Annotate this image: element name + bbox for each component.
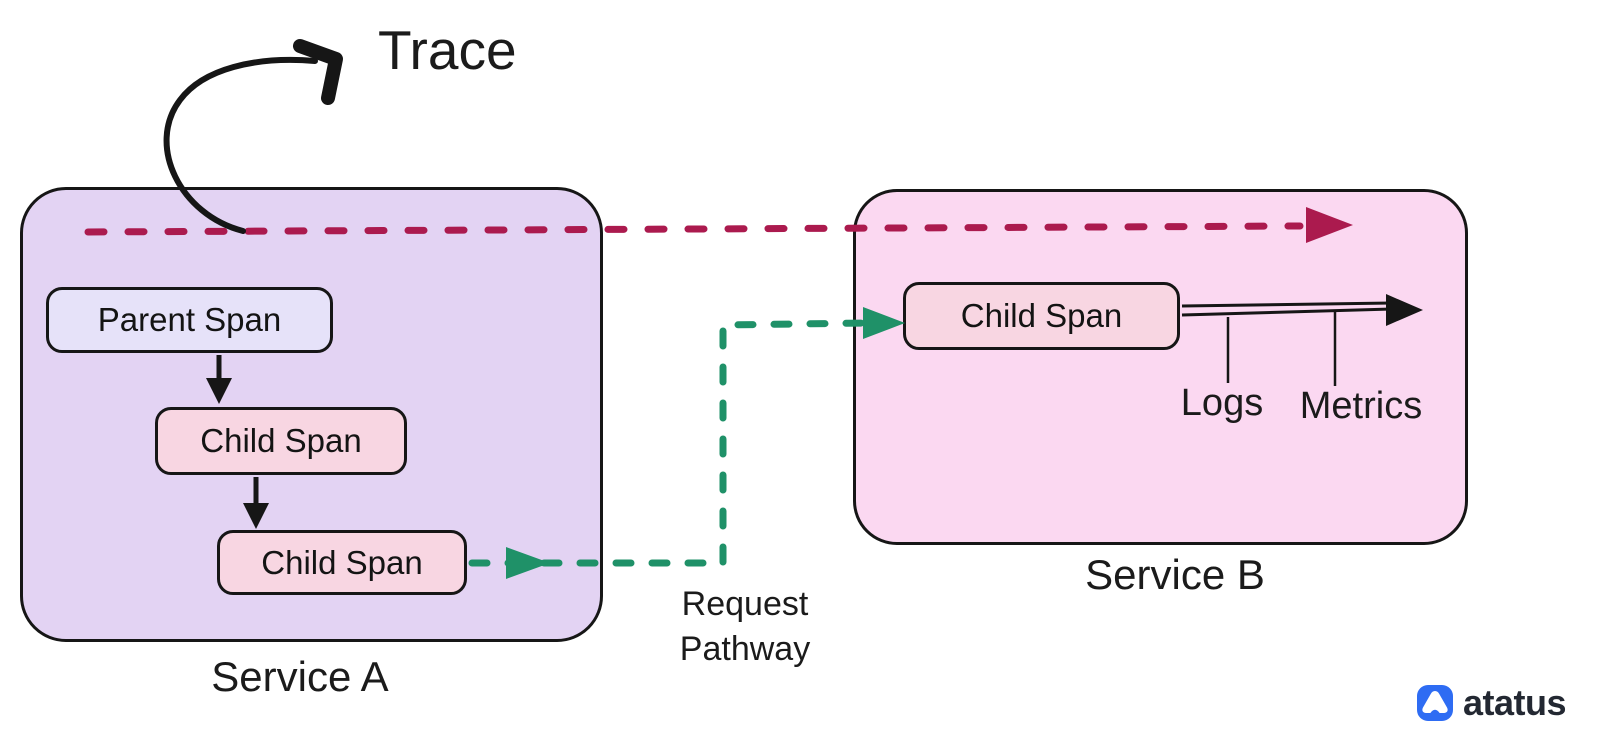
- atatus-logo-text: atatus: [1463, 682, 1567, 723]
- parent-span-label: Parent Span: [97, 301, 282, 338]
- child-span-2-box: Child Span: [217, 530, 467, 595]
- trace-label: Trace: [378, 19, 517, 81]
- metrics-label: Metrics: [1299, 385, 1423, 427]
- service-b-child-span-box: Child Span: [903, 282, 1180, 350]
- atatus-logo-icon: [1417, 685, 1453, 721]
- parent-span-box: Parent Span: [46, 287, 333, 353]
- service-b-box: [853, 189, 1468, 545]
- request-pathway-label: Request Pathway: [679, 585, 811, 668]
- logs-label: Logs: [1180, 382, 1264, 424]
- service-a-label: Service A: [211, 653, 389, 700]
- child-span-1-label: Child Span: [200, 422, 362, 459]
- service-b-label: Service B: [1085, 551, 1265, 598]
- child-span-2-label: Child Span: [261, 543, 423, 581]
- child-span-1-box: Child Span: [155, 407, 407, 475]
- service-b-child-span-label: Child Span: [960, 297, 1123, 334]
- atatus-logo: atatus: [1417, 682, 1567, 724]
